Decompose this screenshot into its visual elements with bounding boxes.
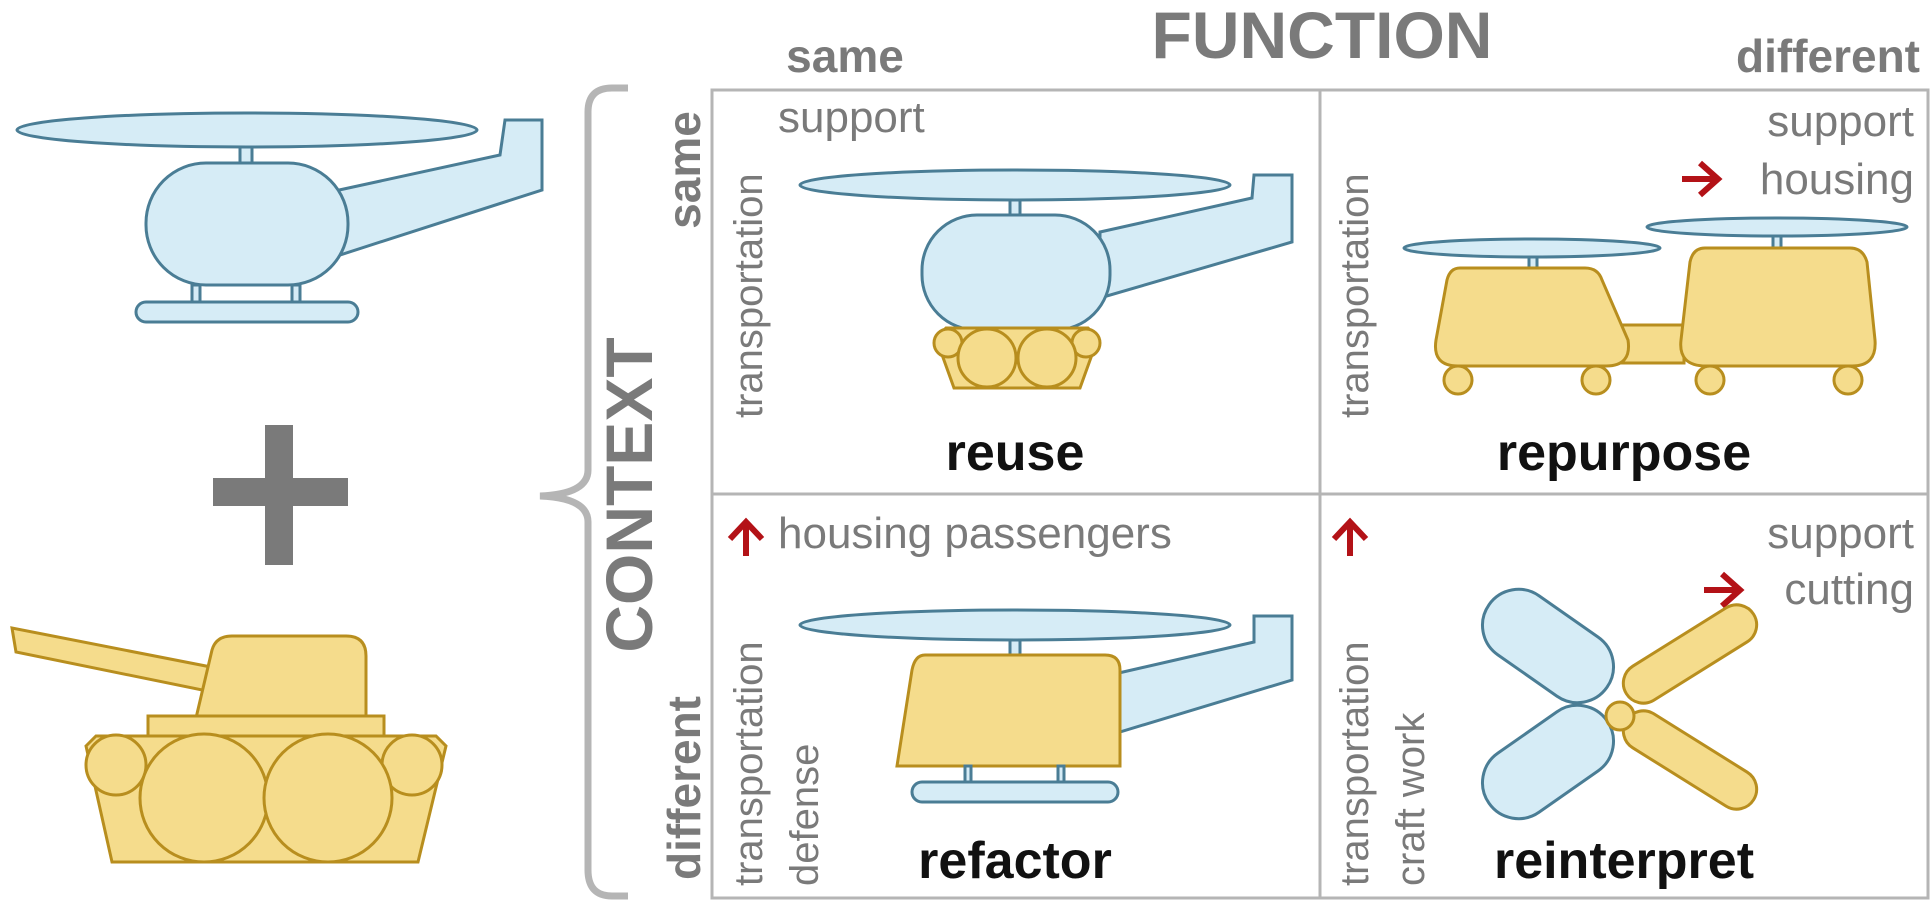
repurpose-function-line-2: housing — [1760, 155, 1914, 204]
source-tank — [10, 626, 448, 864]
quadrant-reinterpret: transportation craft work support cuttin… — [1331, 509, 1914, 890]
repurpose-context-label: transportation — [1333, 173, 1377, 418]
refactor-function-label: housing passengers — [778, 509, 1172, 558]
reinterpret-function-line-1: support — [1767, 509, 1914, 558]
reuse-title: reuse — [946, 424, 1085, 482]
quadrant-repurpose: transportation support housing repurpose — [1333, 97, 1914, 482]
quadrant-grid — [710, 88, 1930, 900]
quadrant-reuse: transportation support reuse — [727, 93, 1294, 482]
reinterpret-context-label-2: craft work — [1389, 712, 1433, 886]
reinterpret-illustration — [1481, 587, 1759, 821]
function-different-label: different — [1736, 30, 1920, 82]
reinterpret-title: reinterpret — [1494, 832, 1754, 890]
arrow-up-icon — [1331, 517, 1369, 556]
arrow-right-icon — [1682, 160, 1723, 198]
refactor-title: refactor — [918, 832, 1112, 890]
refactor-context-label-2: defense — [783, 744, 827, 886]
context-different-label: different — [658, 696, 710, 880]
arrow-up-icon — [727, 517, 765, 556]
refactor-context-label-1: transportation — [727, 641, 771, 886]
repurpose-illustration — [1402, 216, 1909, 396]
reuse-function-label: support — [778, 93, 925, 142]
plus-icon — [213, 425, 348, 565]
function-same-label: same — [786, 30, 904, 82]
refactor-illustration — [798, 608, 1294, 804]
arrow-right-icon — [1704, 571, 1745, 609]
quadrant-refactor: housing passengers transportation defens… — [727, 509, 1294, 890]
source-helicopter — [15, 111, 544, 324]
reinterpret-context-label-1: transportation — [1333, 641, 1377, 886]
function-title: FUNCTION — [1152, 0, 1493, 72]
reinterpret-function-line-2: cutting — [1784, 565, 1914, 614]
context-title: CONTEXT — [592, 337, 666, 652]
repurpose-function-line-1: support — [1767, 97, 1914, 146]
context-same-label: same — [658, 111, 710, 229]
reuse-illustration — [798, 168, 1294, 390]
repurpose-title: repurpose — [1497, 424, 1751, 482]
reuse-context-label: transportation — [727, 173, 771, 418]
context-brace — [539, 84, 628, 900]
